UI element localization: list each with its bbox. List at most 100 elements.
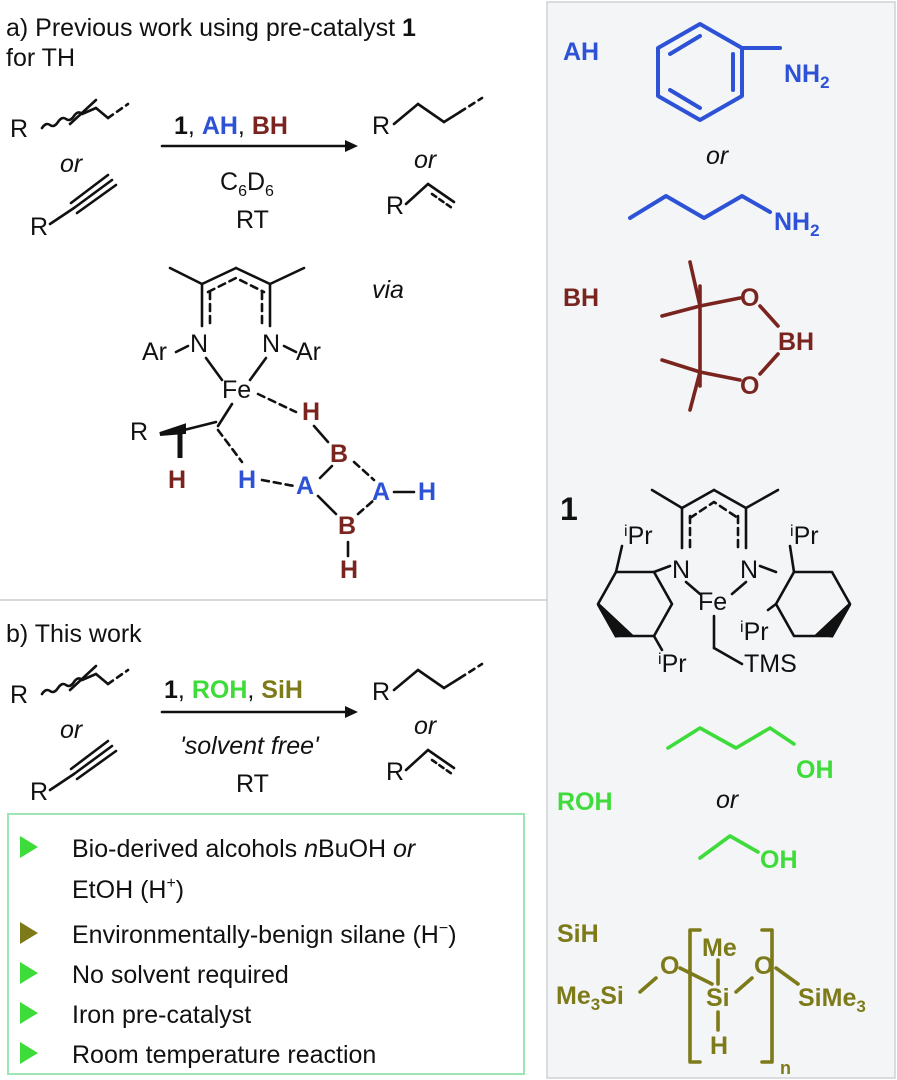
svg-text:O: O bbox=[740, 284, 759, 312]
svg-text:SiMe3: SiMe3 bbox=[798, 984, 866, 1016]
svg-text:H: H bbox=[418, 478, 436, 506]
ethanol-structure: OH bbox=[698, 834, 798, 874]
bullet-5-icon bbox=[20, 1042, 38, 1064]
svg-text:R: R bbox=[372, 678, 390, 706]
svg-text:A: A bbox=[296, 472, 314, 500]
svg-text:A: A bbox=[372, 478, 390, 506]
benefits-box bbox=[7, 813, 525, 1075]
svg-text:NH2: NH2 bbox=[784, 60, 830, 92]
svg-text:R: R bbox=[386, 758, 404, 786]
pmhs-structure: Me3Si O Si Me H O SiMe3 n bbox=[556, 928, 866, 1078]
svg-text:R: R bbox=[10, 115, 28, 143]
benefit-4: Iron pre-catalyst bbox=[72, 1001, 251, 1029]
reagents-b: 1, ROH, SiH bbox=[164, 676, 303, 704]
svg-text:R: R bbox=[30, 778, 48, 806]
svg-text:Me3Si: Me3Si bbox=[556, 982, 624, 1014]
temp-a: RT bbox=[236, 206, 269, 234]
svg-text:N: N bbox=[740, 556, 758, 584]
product-alkene-b: R bbox=[386, 748, 456, 786]
svg-text:R: R bbox=[10, 681, 28, 709]
catalyst-structure: N N Fe TMS iPr iPr iPr iPr bbox=[596, 488, 852, 678]
panel-a-title-2: for TH bbox=[6, 44, 75, 72]
substrate-alkyne-a: R bbox=[30, 173, 118, 241]
svg-text:H: H bbox=[238, 466, 256, 494]
benefits-list: Bio-derived alcohols nBuOH or EtOH (H+) … bbox=[20, 835, 457, 1069]
legend-bh-label: BH bbox=[563, 284, 599, 312]
svg-text:H: H bbox=[302, 398, 320, 426]
svg-text:O: O bbox=[740, 372, 759, 400]
or-left-b: or bbox=[60, 716, 84, 744]
bullet-4-icon bbox=[20, 1002, 38, 1024]
substrate-alkyne-b: R bbox=[30, 739, 118, 806]
svg-text:Si: Si bbox=[706, 984, 730, 1012]
svg-text:N: N bbox=[190, 330, 208, 358]
benefit-1: Bio-derived alcohols nBuOH or bbox=[72, 835, 417, 863]
legend-sih-label: SiH bbox=[557, 920, 599, 948]
svg-text:OH: OH bbox=[760, 846, 798, 874]
svg-text:iPr: iPr bbox=[740, 618, 769, 646]
substrate-alkene-b: R bbox=[10, 664, 130, 709]
benefit-1b: EtOH (H+) bbox=[72, 875, 184, 904]
mechanism: N N Ar Ar Fe H R H H A B A B H H bbox=[130, 266, 436, 584]
or-right-b: or bbox=[414, 712, 438, 740]
reagents-a: 1, AH, BH bbox=[174, 112, 288, 140]
via-label: via bbox=[372, 276, 404, 304]
svg-text:H: H bbox=[710, 1032, 728, 1060]
bullet-1-icon bbox=[20, 836, 38, 858]
solvent-a: C6D6 bbox=[220, 168, 274, 200]
svg-text:N: N bbox=[672, 556, 690, 584]
reaction-arrow-b bbox=[160, 706, 358, 718]
svg-text:O: O bbox=[754, 952, 773, 980]
product-alkane-a: R bbox=[372, 96, 484, 140]
svg-text:R: R bbox=[130, 418, 148, 446]
svg-text:BH: BH bbox=[778, 328, 814, 356]
product-alkene-a: R bbox=[386, 182, 456, 220]
svg-text:iPr: iPr bbox=[624, 522, 653, 550]
legend-or-1: or bbox=[706, 142, 730, 170]
legend-roh-label: ROH bbox=[557, 788, 613, 816]
svg-text:R: R bbox=[372, 112, 390, 140]
svg-text:TMS: TMS bbox=[744, 650, 797, 678]
svg-text:B: B bbox=[338, 512, 356, 540]
butylamine-structure: NH2 bbox=[628, 194, 820, 240]
svg-text:Ar: Ar bbox=[142, 338, 167, 366]
legend-or-2: or bbox=[716, 786, 740, 814]
substrate-alkene-a: R bbox=[10, 98, 130, 143]
svg-text:N: N bbox=[262, 330, 280, 358]
svg-text:H: H bbox=[168, 466, 186, 494]
benefit-3: No solvent required bbox=[72, 961, 289, 989]
svg-text:OH: OH bbox=[796, 756, 834, 784]
benefit-2: Environmentally-benign silane (H−) bbox=[72, 920, 457, 949]
bullet-3-icon bbox=[20, 962, 38, 984]
svg-text:n: n bbox=[780, 1058, 791, 1078]
svg-text:Fe: Fe bbox=[222, 376, 251, 404]
reaction-arrow-a bbox=[160, 140, 358, 152]
svg-text:H: H bbox=[340, 556, 358, 584]
svg-text:O: O bbox=[660, 952, 679, 980]
temp-b: RT bbox=[236, 770, 269, 798]
svg-text:B: B bbox=[330, 440, 348, 468]
bullet-2-icon bbox=[20, 922, 38, 944]
pinacolborane-structure: O O BH bbox=[660, 260, 814, 412]
panel-b-title: b) This work bbox=[6, 620, 142, 648]
svg-text:Me: Me bbox=[702, 934, 737, 962]
panel-a-title: a) Previous work using pre-catalyst 1 bbox=[6, 14, 416, 42]
legend-ah-label: AH bbox=[563, 38, 599, 66]
svg-text:Fe: Fe bbox=[698, 588, 727, 616]
svg-text:R: R bbox=[386, 192, 404, 220]
legend-panel bbox=[546, 1, 896, 1079]
or-left-a: or bbox=[60, 150, 84, 178]
svg-text:iPr: iPr bbox=[790, 522, 819, 550]
or-right-a: or bbox=[414, 146, 438, 174]
svg-text:iPr: iPr bbox=[658, 650, 687, 678]
butanol-structure: OH bbox=[666, 726, 834, 784]
conditions-b: 'solvent free' bbox=[180, 732, 320, 760]
svg-text:R: R bbox=[30, 213, 48, 241]
svg-text:Ar: Ar bbox=[296, 338, 321, 366]
svg-text:NH2: NH2 bbox=[774, 208, 820, 240]
legend-cat-label: 1 bbox=[560, 491, 578, 527]
product-alkane-b: R bbox=[372, 662, 484, 706]
aniline-structure: NH2 bbox=[656, 22, 830, 122]
